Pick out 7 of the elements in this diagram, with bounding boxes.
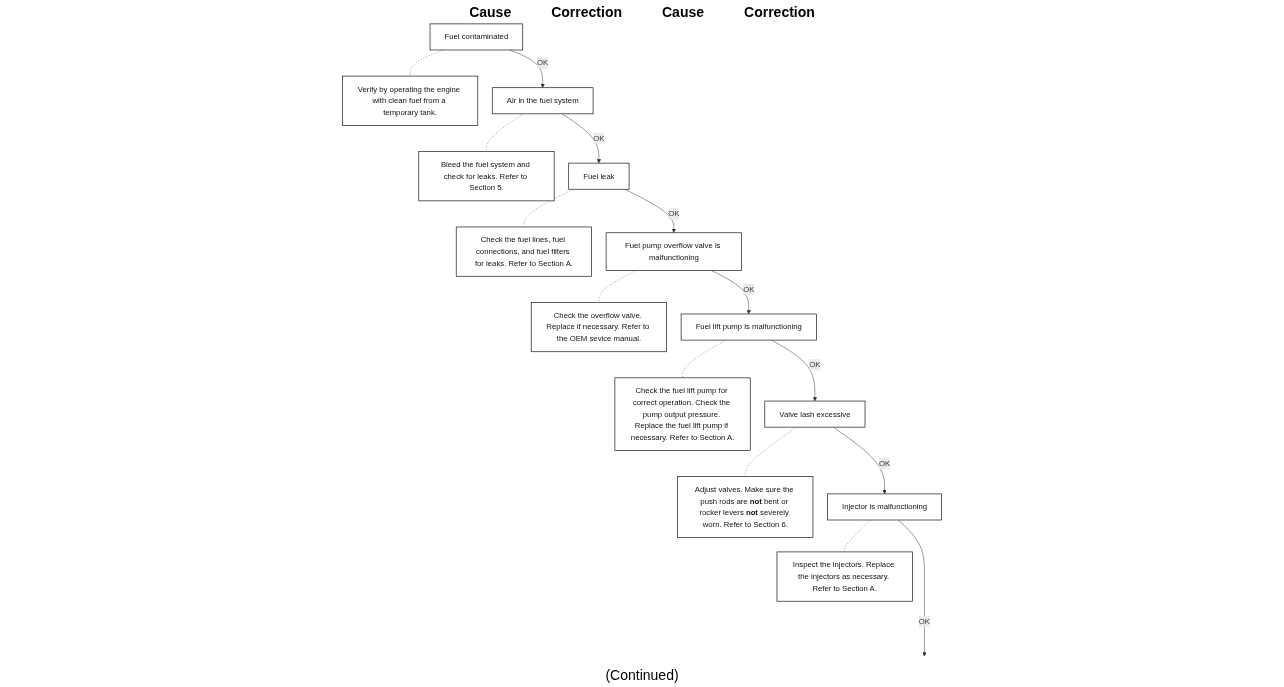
column-heading: Correction — [744, 4, 815, 20]
column-heading: Correction — [551, 4, 622, 20]
column-heading: Cause — [662, 4, 705, 20]
column-heading: Cause — [469, 4, 512, 20]
dotted-line — [598, 270, 637, 303]
continued-note: (Continued) — [605, 667, 679, 683]
dotted-line — [745, 426, 797, 477]
